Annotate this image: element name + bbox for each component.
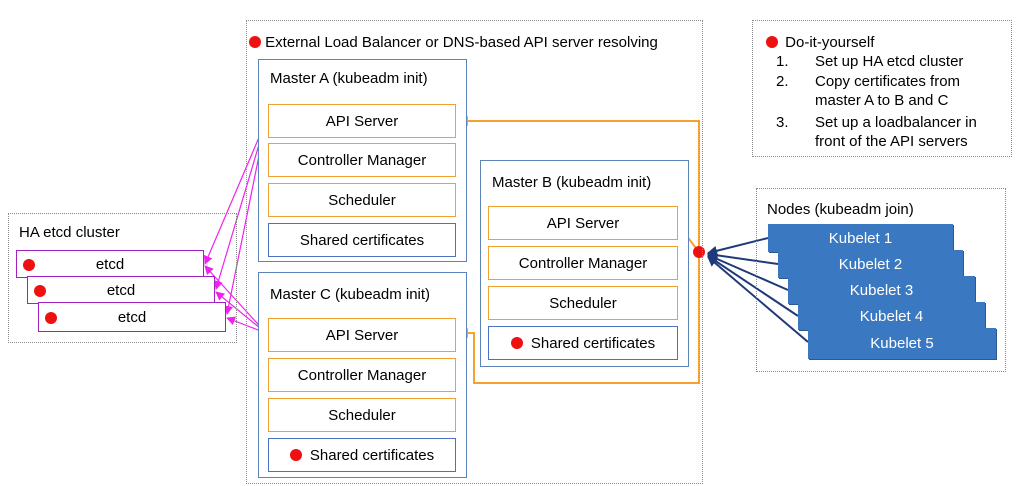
diy-step-3-text: Set up a loadbalancer in front of the AP… <box>815 114 977 150</box>
etcd-member-3-label: etcd <box>117 308 147 326</box>
master-b-title: Master B (kubeadm init) <box>492 174 652 191</box>
master-b-scheduler: Scheduler <box>488 286 678 320</box>
master-c-to-etcd-2-arrow <box>215 291 267 334</box>
red-dot-icon <box>289 449 302 461</box>
kubelet-5: Kubelet 5 <box>808 328 996 359</box>
nodes-title: Nodes (kubeadm join) <box>767 201 914 218</box>
kubelet-5-to-lb-arrow <box>707 256 809 343</box>
master-a-shared-certificates: Shared certificates <box>268 223 456 257</box>
diy-box <box>752 20 1012 157</box>
diy-title-row: Do-it-yourself <box>766 34 874 51</box>
red-dot-icon <box>510 337 523 349</box>
kubelet-4-to-lb-arrow <box>707 255 799 317</box>
etcd-member-2: etcd <box>27 276 215 304</box>
master-c-to-etcd-1-arrow <box>204 265 267 334</box>
kubelet-to-lb-arrows <box>707 237 809 343</box>
etcd-member-2-label: etcd <box>106 281 136 299</box>
master-c-shared-certificates-box: Shared certificates <box>268 438 456 472</box>
lb-to-master-a-api-arrow <box>458 116 700 252</box>
etcd-cluster-title: HA etcd cluster <box>19 224 120 241</box>
load-balancer-region <box>246 20 703 484</box>
diy-step-1-number: 1. <box>776 53 789 70</box>
kubelet-1: Kubelet 1 <box>768 224 953 252</box>
kubelet-4: Kubelet 4 <box>798 302 985 330</box>
nodes-region <box>756 188 1006 372</box>
kubelet-2-to-lb-arrow <box>707 250 779 265</box>
master-c-api-server: API Server <box>268 318 456 352</box>
master-a-scheduler: Scheduler <box>268 183 456 217</box>
diy-step-1-text: Set up HA etcd cluster <box>815 53 964 70</box>
master-c-title: Master C (kubeadm init) <box>270 286 431 303</box>
diy-title: Do-it-yourself <box>785 34 875 51</box>
master-b-shared-certificates-box: Shared certificates <box>488 326 678 360</box>
etcd-member-1-label: etcd <box>95 255 125 273</box>
master-a-title: Master A (kubeadm init) <box>270 70 428 87</box>
red-dot-icon <box>766 36 778 48</box>
diy-step-2-number: 2. <box>776 73 789 90</box>
etcd-cluster-region <box>8 213 237 343</box>
etcd-member-1: etcd <box>16 250 204 278</box>
lb-to-master-c-api-arrow <box>458 252 700 384</box>
red-dot-icon <box>34 285 46 297</box>
master-a-to-etcd-1-arrow <box>203 120 267 265</box>
load-balancer-label-row: External Load Balancer or DNS-based API … <box>249 34 658 51</box>
kubelet-3-to-lb-arrow <box>707 254 789 291</box>
master-a-controller-manager: Controller Manager <box>268 143 456 177</box>
master-a-api-server: API Server <box>268 104 456 138</box>
master-c-shared-certificates: Shared certificates <box>309 446 435 464</box>
red-dot-icon <box>249 36 261 48</box>
master-b-shared-certificates: Shared certificates <box>530 334 656 352</box>
master-c-scheduler: Scheduler <box>268 398 456 432</box>
red-dot-icon <box>23 259 35 271</box>
kubelet-3: Kubelet 3 <box>788 276 975 304</box>
etcd-member-3: etcd <box>38 302 226 332</box>
load-balancer-label: External Load Balancer or DNS-based API … <box>265 34 658 51</box>
diy-step-3-number: 3. <box>776 114 789 131</box>
red-dot-icon <box>45 312 57 324</box>
kubelet-2: Kubelet 2 <box>778 250 963 278</box>
master-b-api-server: API Server <box>488 206 678 240</box>
master-a-to-etcd-2-arrow <box>213 120 267 290</box>
master-c-controller-manager: Controller Manager <box>268 358 456 392</box>
kubelet-1-to-lb-arrow <box>707 237 769 256</box>
master-b-controller-manager: Controller Manager <box>488 246 678 280</box>
diy-step-2-text: Copy certificates from master A to B and… <box>815 73 961 109</box>
